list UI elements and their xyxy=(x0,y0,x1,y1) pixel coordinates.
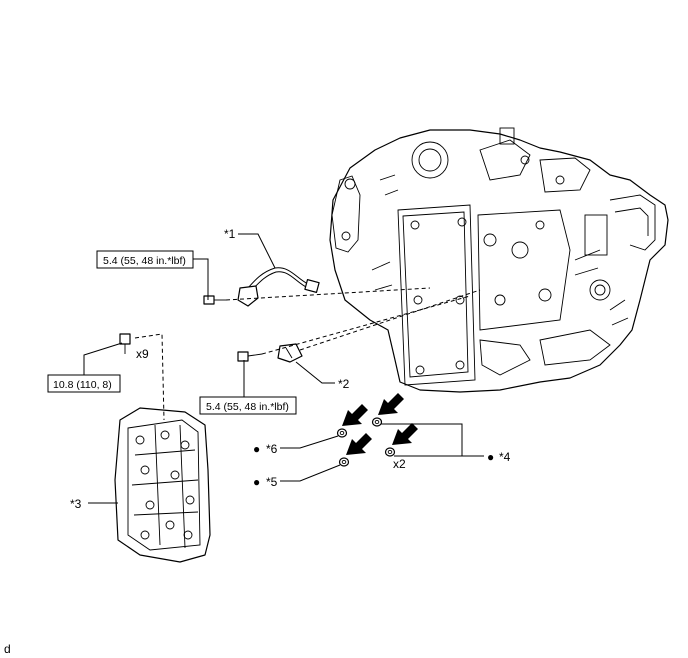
bullet-4: ● xyxy=(487,450,494,464)
bolt-sensor-2 xyxy=(237,351,263,362)
o-ring-4a xyxy=(371,417,383,427)
torque-box-1: 5.4 (55, 48 in.*lbf) xyxy=(96,250,194,269)
quantity-x2: x2 xyxy=(393,457,406,471)
bold-arrow-icon xyxy=(378,393,404,415)
bold-arrow-icon xyxy=(346,433,372,455)
transaxle-assembly xyxy=(329,127,669,393)
torque-box-2: 10.8 (110, 8) xyxy=(47,374,121,393)
callout-4: *4 xyxy=(499,450,511,464)
speed-sensor-2 xyxy=(277,343,303,363)
torque-box-3: 5.4 (55, 48 in.*lbf) xyxy=(199,396,297,415)
bullet-6: ● xyxy=(253,442,260,456)
corner-code: d xyxy=(4,642,11,656)
bold-arrow-icon xyxy=(342,404,368,426)
callout-3: *3 xyxy=(70,497,82,511)
o-ring-5 xyxy=(338,457,350,467)
torque-value-1: 5.4 (55, 48 in.*lbf) xyxy=(103,255,186,267)
quantity-x9: x9 xyxy=(136,347,149,361)
bolt-sensor-1 xyxy=(203,295,226,305)
valve-body xyxy=(114,407,211,563)
callout-1: *1 xyxy=(224,227,236,241)
o-ring-4b xyxy=(384,447,396,457)
callout-6: *6 xyxy=(266,442,278,456)
speed-sensor-harness xyxy=(237,267,320,307)
callout-5: *5 xyxy=(266,475,278,489)
torque-value-3: 5.4 (55, 48 in.*lbf) xyxy=(206,401,289,413)
o-ring-6 xyxy=(336,428,348,438)
leader-lines xyxy=(83,233,484,504)
install-lines xyxy=(134,287,481,421)
callout-2: *2 xyxy=(338,377,350,391)
bold-arrow-icon xyxy=(392,423,418,445)
bolt-valve-body xyxy=(119,333,131,354)
bullet-5: ● xyxy=(253,475,260,489)
torque-value-2: 10.8 (110, 8) xyxy=(53,379,112,391)
